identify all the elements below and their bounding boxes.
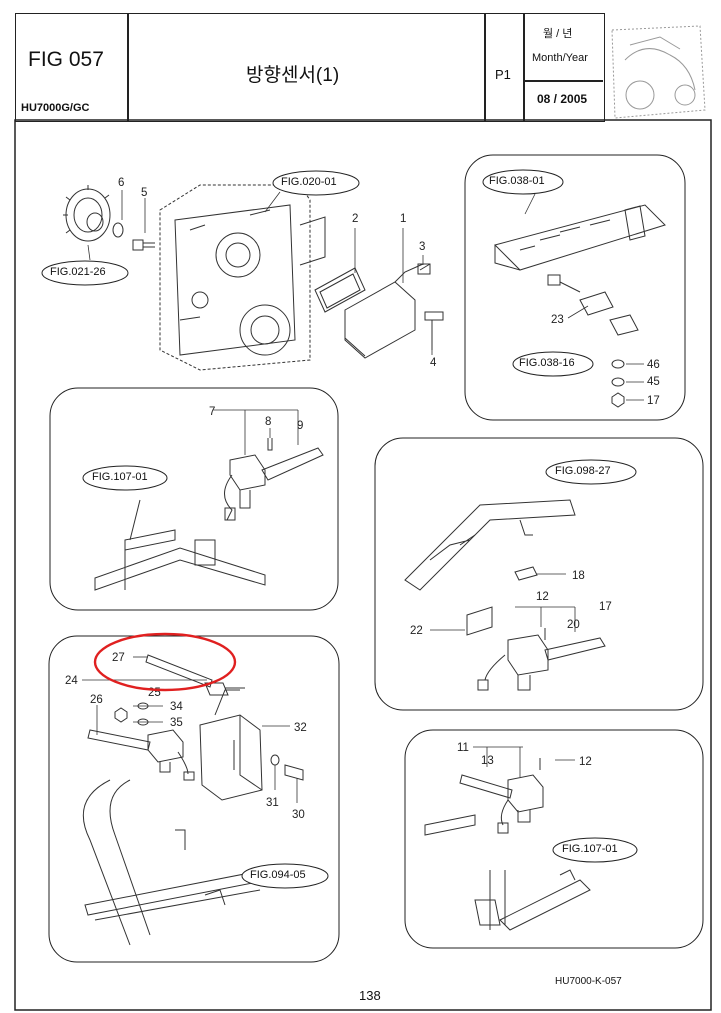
- svg-text:46: 46: [647, 359, 660, 371]
- panel-mid-right: [374, 437, 704, 711]
- svg-text:8: 8: [265, 416, 271, 428]
- date-label-kr: 월 / 년: [543, 28, 573, 40]
- ref-fig107-01-b[interactable]: FIG.107-01: [562, 843, 618, 855]
- ref-oval-fig094-05: [241, 863, 329, 889]
- panel-bottom-left: [48, 635, 340, 963]
- diagram-frame: [14, 119, 712, 1011]
- frame-pipe-drawing-1: [94, 499, 266, 591]
- panel-mid-left: [49, 387, 339, 611]
- svg-text:12: 12: [579, 756, 592, 768]
- part-numbers-mid-left: 7 8 9: [209, 406, 303, 432]
- header-frame: [15, 13, 605, 122]
- svg-text:3: 3: [419, 241, 425, 253]
- ref-fig094-05[interactable]: FIG.094-05: [250, 869, 306, 881]
- svg-text:1: 1: [400, 213, 406, 225]
- svg-text:22: 22: [410, 625, 423, 637]
- fig-number: FIG 057: [28, 48, 104, 71]
- ref-oval-fig020: [272, 170, 360, 196]
- svg-text:31: 31: [266, 797, 279, 809]
- washer-bolt-drawing: [112, 222, 155, 251]
- header-divider-4: [523, 80, 603, 82]
- engine-block-drawing: [159, 184, 326, 371]
- mount-bracket-drawing: [199, 689, 263, 801]
- part-numbers-bottom-right: 11 13 12: [457, 742, 592, 768]
- svg-text:18: 18: [572, 570, 585, 582]
- svg-text:23: 23: [551, 314, 564, 326]
- ref-fig038-01[interactable]: FIG.038-01: [489, 175, 545, 187]
- svg-text:30: 30: [292, 809, 305, 821]
- leader-lines-top-right: [524, 193, 644, 401]
- sensor-arm-drawing-4: [87, 729, 195, 781]
- date-label-en: Month/Year: [532, 52, 588, 64]
- leader-lines-mid-right: [430, 573, 576, 632]
- svg-text:17: 17: [647, 395, 660, 407]
- svg-text:24: 24: [65, 675, 78, 687]
- ref-oval-fig038-16: [512, 351, 594, 377]
- part-numbers-top-left: 1 2 3 4 5 6: [118, 177, 437, 369]
- svg-text:26: 26: [90, 694, 103, 706]
- page-code: P1: [495, 67, 511, 82]
- ref-oval-fig098-27: [545, 459, 637, 485]
- svg-text:4: 4: [430, 357, 437, 369]
- highlight-oval: [93, 632, 237, 692]
- leader-lines-mid-left: [213, 409, 299, 455]
- svg-text:45: 45: [647, 376, 660, 388]
- ref-oval-fig107-01-b: [552, 837, 638, 863]
- header-divider-1: [127, 13, 129, 122]
- model-code: HU7000G/GC: [21, 102, 90, 114]
- svg-text:7: 7: [209, 406, 215, 418]
- washers-drawing: [611, 359, 625, 408]
- svg-text:20: 20: [567, 619, 580, 631]
- date-value: 08 / 2005: [537, 92, 588, 106]
- ref-oval-fig107-01-a: [82, 465, 168, 491]
- sensor-arm-drawing-1: [224, 438, 324, 521]
- header-divider-2: [484, 13, 486, 122]
- svg-text:17: 17: [599, 601, 612, 613]
- page-title: 방향센서(1): [246, 65, 340, 86]
- leader-lines-top-left: [87, 190, 433, 355]
- page-number: 138: [359, 988, 381, 1003]
- part-numbers-bottom-left: 27 24 25 26 34 35 32 31 30: [65, 652, 307, 821]
- svg-text:35: 35: [170, 717, 183, 729]
- part-numbers-mid-right: 18 12 17 22 20: [410, 570, 612, 637]
- svg-text:2: 2: [352, 213, 358, 225]
- svg-text:32: 32: [294, 722, 307, 734]
- ref-fig021-26[interactable]: FIG.021-26: [50, 266, 106, 278]
- svg-text:27: 27: [112, 652, 125, 664]
- frame-pipe-drawing-3: [424, 814, 591, 931]
- svg-text:6: 6: [118, 177, 124, 189]
- bracket-frame-drawing: [494, 204, 666, 336]
- svg-text:9: 9: [297, 420, 303, 432]
- gear-drawing: [63, 185, 111, 242]
- ref-fig038-16[interactable]: FIG.038-16: [519, 357, 575, 369]
- ref-oval-fig038-01: [482, 169, 564, 195]
- sensor-arm-drawing-5: [459, 758, 544, 834]
- svg-text:13: 13: [481, 755, 494, 767]
- panel-bottom-right: [404, 729, 704, 949]
- panel-top-right: [464, 154, 686, 421]
- svg-text:34: 34: [170, 701, 183, 713]
- svg-text:11: 11: [457, 742, 469, 754]
- ref-fig098-27[interactable]: FIG.098-27: [555, 465, 611, 477]
- doc-code: HU7000-K-057: [555, 976, 622, 987]
- sensor-arm-drawing-3: [145, 654, 245, 696]
- gasket-drawing: [314, 267, 366, 313]
- leader-lines-bottom-right: [473, 746, 575, 777]
- ref-fig107-01-a[interactable]: FIG.107-01: [92, 471, 148, 483]
- part-numbers-top-right: 23 46 45 17: [551, 314, 660, 407]
- sensor-arm-drawing-2: [477, 628, 606, 691]
- bracket-drawing-mid-right: [404, 499, 576, 636]
- ref-oval-fig021: [41, 260, 129, 286]
- svg-text:12: 12: [536, 591, 549, 603]
- leader-lines-bottom-left: [82, 656, 298, 803]
- svg-text:5: 5: [141, 187, 147, 199]
- frame-pipe-drawing-2: [82, 779, 269, 946]
- header-divider-3: [523, 13, 525, 122]
- ref-fig020-01[interactable]: FIG.020-01: [281, 176, 337, 188]
